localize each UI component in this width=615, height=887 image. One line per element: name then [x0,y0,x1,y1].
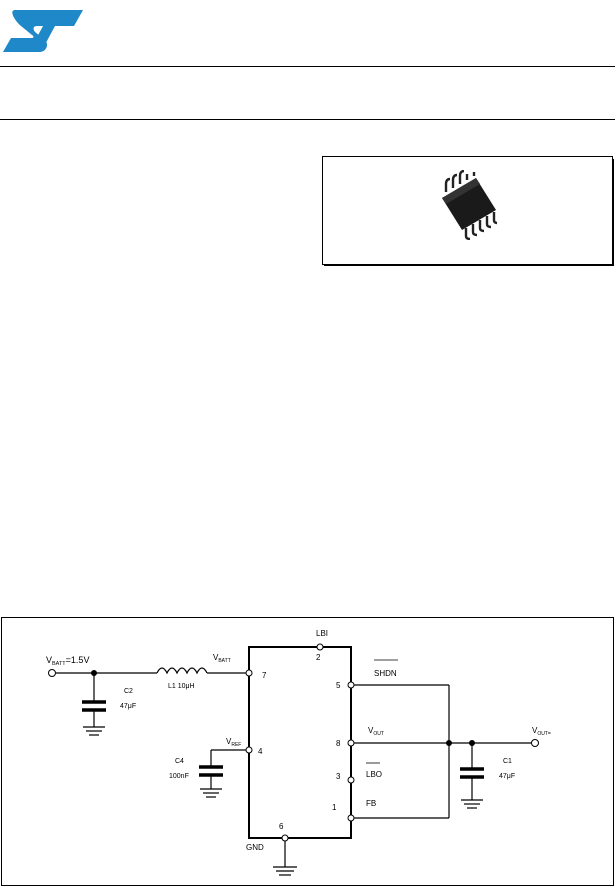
pin-1: 1 [332,803,337,812]
svg-text:VBATT=1.5V: VBATT=1.5V [46,655,89,667]
inductor-l1 [156,667,208,675]
vbatt-terminal [48,669,56,677]
shdn-label: SHDN [374,669,397,678]
pin-2: 2 [316,653,321,662]
package-box-shadow [612,159,614,266]
pin-3: 3 [336,772,341,781]
vout-terminal [531,739,539,747]
header-bottom-rule [0,119,615,120]
pin-7: 7 [262,671,267,680]
c1-name: C1 [503,758,512,765]
vref-label: V [226,737,232,746]
schematic-frame [1,617,614,886]
c4-value: 100nF [169,773,189,780]
gnd-label: GND [246,843,264,852]
svg-text:VOUT: VOUT [368,726,384,737]
pin-6: 6 [279,822,284,831]
lbi-label: LBI [316,629,328,638]
svg-text:VBATT: VBATT [213,653,231,664]
c2-value: 47μF [120,703,136,710]
msop-10-chip-icon [442,170,498,240]
c2-name: C2 [124,688,133,695]
c1-value: 47μF [499,773,515,780]
fb-label: FB [366,799,376,808]
vout-pin-label: V [368,726,374,735]
pin-4: 4 [258,747,263,756]
pin-5: 5 [336,681,341,690]
vout-terminal-label: V [532,726,538,735]
svg-text:VOUT=: VOUT= [532,726,551,737]
vbatt-in-label: V [46,655,52,665]
svg-text:VREF: VREF [226,737,241,748]
lbo-label: LBO [366,770,382,779]
pin-8: 8 [336,739,341,748]
header-top-rule [0,66,615,67]
application-schematic: VBATT=1.5V C2 47μF L1 10μH VBATT 7 VREF … [46,629,551,876]
st-logo-icon [3,10,83,52]
l1-label: L1 10μH [168,683,195,690]
vbatt-pin-label: V [213,653,219,662]
package-box-shadow [324,264,614,266]
c4-name: C4 [175,758,184,765]
